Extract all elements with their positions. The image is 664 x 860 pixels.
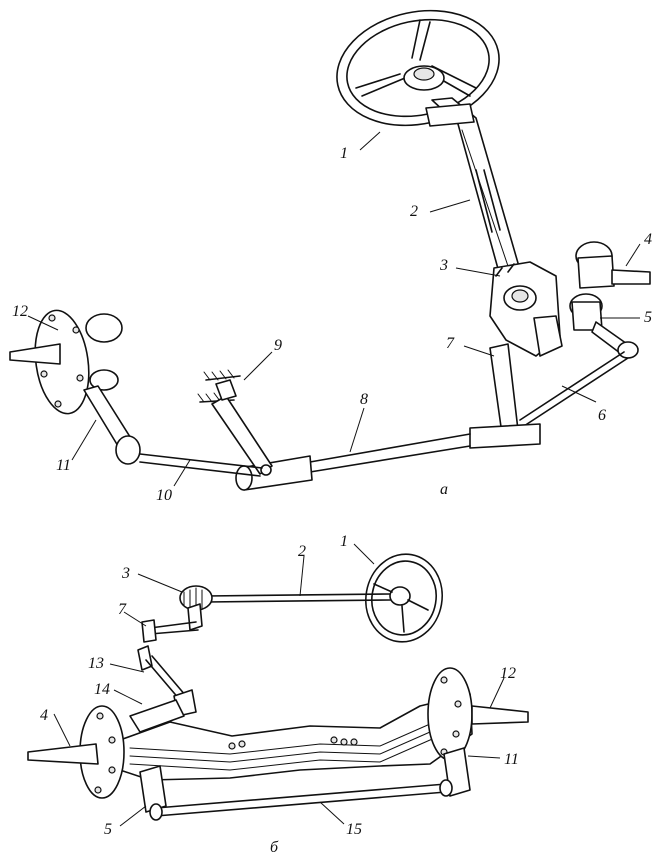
- label-a-10: 10: [156, 487, 172, 504]
- pitman-arm-b: [137, 619, 199, 717]
- leaders-a: [27, 131, 641, 487]
- tie-rod-b: [149, 779, 453, 821]
- label-a-2: 2: [410, 203, 418, 220]
- steering-gear-b: [179, 585, 213, 631]
- caption-b: б: [270, 839, 279, 856]
- label-a-6: 6: [598, 407, 606, 424]
- label-a-7: 7: [446, 335, 455, 352]
- tie-rod-right-a: [519, 351, 629, 427]
- label-b-15: 15: [346, 821, 362, 838]
- label-b-1: 1: [340, 533, 348, 550]
- left-knuckle-a: [9, 309, 141, 465]
- center-link-a: [235, 423, 541, 491]
- label-b-13: 13: [88, 655, 104, 672]
- diagram-a: 1 2 3 4 5 6 7 8 9 10 11 12 а: [9, 9, 652, 504]
- label-b-5: 5: [104, 821, 112, 838]
- leaders-b: [53, 543, 505, 827]
- right-knuckle-a: [569, 241, 651, 359]
- label-a-9: 9: [274, 337, 282, 354]
- label-b-14: 14: [94, 681, 110, 698]
- label-a-8: 8: [360, 391, 368, 408]
- label-a-3: 3: [439, 257, 448, 274]
- diagram-b: 1 2 3 4 5 7 11 12 13 14 15 б: [27, 533, 529, 856]
- left-knuckle-b: [27, 699, 185, 813]
- label-b-11: 11: [504, 751, 519, 768]
- label-a-5: 5: [644, 309, 652, 326]
- steering-wheel-b: [365, 553, 443, 643]
- steering-wheel-a: [336, 9, 500, 127]
- idler-arm-a: [197, 369, 273, 476]
- label-b-3: 3: [121, 565, 130, 582]
- steering-column-a: [425, 97, 521, 277]
- caption-a: а: [440, 481, 448, 498]
- right-knuckle-b: [427, 667, 529, 797]
- label-b-12: 12: [500, 665, 516, 682]
- steering-gear-a: [489, 261, 563, 357]
- steering-column-b: [205, 593, 391, 603]
- label-b-7: 7: [118, 601, 127, 618]
- label-a-12: 12: [12, 303, 28, 320]
- label-a-4: 4: [644, 231, 652, 248]
- label-a-11: 11: [56, 457, 71, 474]
- tie-rod-left-a: [139, 453, 263, 477]
- label-a-1: 1: [340, 145, 348, 162]
- label-b-2: 2: [298, 543, 306, 560]
- pitman-arm-a: [489, 343, 519, 435]
- label-b-4: 4: [40, 707, 48, 724]
